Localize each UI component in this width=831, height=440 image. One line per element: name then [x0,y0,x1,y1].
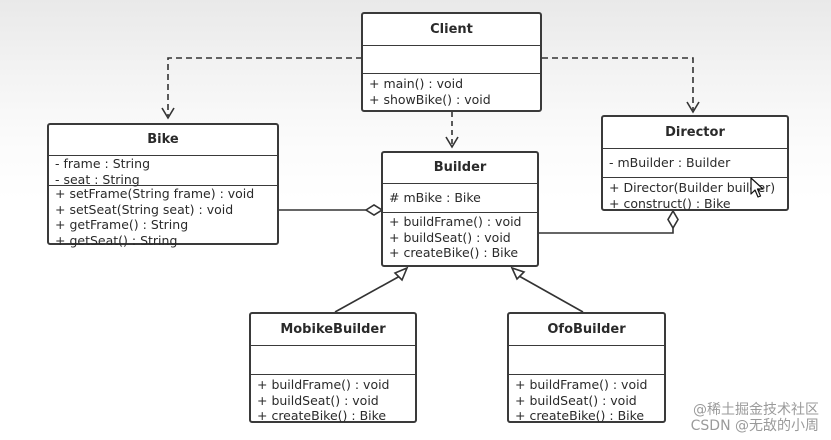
class-name: OfoBuilder [509,314,664,346]
methods-section: + setFrame(String frame) : void + setSea… [49,186,277,248]
class-bike[interactable]: Bike - frame : String - seat : String + … [47,123,279,248]
attribute: - frame : String [55,156,151,171]
attributes-section [251,346,415,375]
class-name: Director [603,117,787,149]
method: + setFrame(String frame) : void [55,186,255,201]
watermark: @稀土掘金技术社区 CSDN @无敌的小周 [691,402,819,434]
class-client[interactable]: Client + main() : void + showBike() : vo… [361,12,542,112]
attribute: - mBuilder : Builder [609,155,731,170]
attribute: # mBike : Bike [389,190,481,205]
attributes-section: - mBuilder : Builder [603,149,787,178]
methods-section: + main() : void + showBike() : void [363,74,540,107]
class-name: Client [363,14,540,46]
methods-section: + buildFrame() : void + buildSeat() : vo… [383,213,537,261]
dependency-client-builder [445,112,459,149]
method: + getFrame() : String [55,217,189,232]
method: + buildFrame() : void [515,377,648,392]
method: + buildSeat() : void [257,392,379,408]
method: + buildSeat() : void [515,392,637,408]
dependency-client-director [542,57,700,114]
method: + getSeat() : String [55,232,178,248]
attributes-section: # mBike : Bike [383,184,537,213]
class-name: Builder [383,153,537,184]
methods-section: + buildFrame() : void + buildSeat() : vo… [509,375,664,424]
class-name: Bike [49,125,277,156]
attribute: - seat : String [55,171,140,187]
watermark-line-juejin: @稀土掘金技术社区 [693,402,819,418]
generalization-mobike-builder [334,266,409,313]
method: + createBike() : Bike [389,245,519,260]
mouse-cursor-icon [750,177,764,198]
attributes-section: - frame : String - seat : String [49,156,277,187]
aggregation-builder-bike [279,204,384,216]
class-mobike-builder[interactable]: MobikeBuilder + buildFrame() : void + bu… [249,312,417,423]
class-name: MobikeBuilder [251,314,415,346]
methods-section: + Director(Builder builder) + construct(… [603,178,787,211]
aggregation-director-builder [539,209,679,234]
method: + showBike() : void [369,91,491,107]
methods-section: + buildFrame() : void + buildSeat() : vo… [251,375,415,424]
method: + setSeat(String seat) : void [55,201,234,217]
attributes-section [363,46,540,74]
method: + buildSeat() : void [389,229,511,245]
method: + construct() : Bike [609,195,731,211]
watermark-line-csdn: CSDN @无敌的小周 [690,418,819,434]
method: + Director(Builder builder) [609,180,776,195]
method: + buildFrame() : void [389,214,522,229]
class-ofo-builder[interactable]: OfoBuilder + buildFrame() : void + build… [507,312,666,423]
class-builder[interactable]: Builder # mBike : Bike + buildFrame() : … [381,151,539,267]
generalization-ofo-builder [510,266,584,313]
dependency-client-bike [161,57,362,120]
method: + main() : void [369,76,464,91]
attributes-section [509,346,664,375]
method: + createBike() : Bike [515,408,645,423]
method: + createBike() : Bike [257,408,387,423]
class-director[interactable]: Director - mBuilder : Builder + Director… [601,115,789,211]
method: + buildFrame() : void [257,377,390,392]
